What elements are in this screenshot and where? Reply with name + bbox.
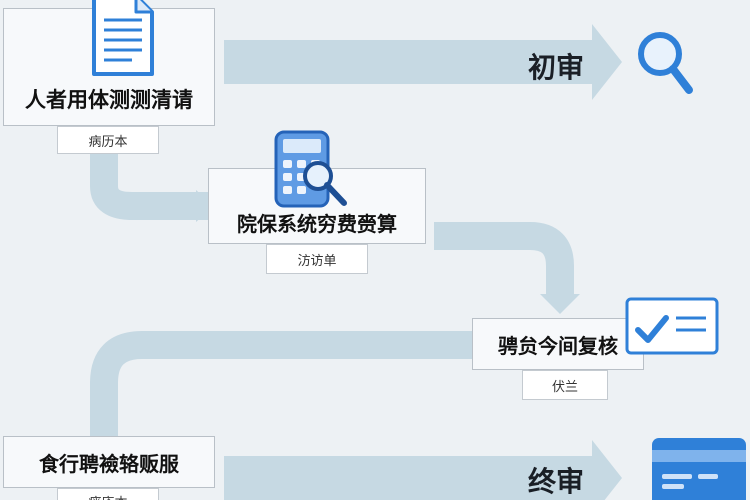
arrow-to-final-review [224,440,622,500]
node-2-sub-box: 汸访单 [266,244,368,274]
node-4-sub-box: 瘘庈本 [57,488,159,500]
connector-n3-n4 [90,331,474,436]
calculator-icon [274,130,347,208]
node-1-sub-box: 病历本 [57,126,159,154]
node-4-box: 食行聘襝辂贩服 [3,436,215,488]
node-1-sub-label: 病历本 [88,134,128,150]
credit-card-icon [652,438,746,500]
node-2-title: 院保系统穷费赍算 [237,211,397,236]
node-1-title: 人者用体测测清请 [25,88,193,112]
node-3-box: 骋贠今间复核 [472,318,644,370]
connector-n1-n2 [90,150,210,220]
checklist-icon [625,297,719,355]
magnifier-icon [638,32,693,94]
connector-n2-n3 [434,222,574,296]
node-3-sub-label: 伏兰 [551,379,578,395]
connector-arrowhead-n3 [540,294,580,314]
node-2-sub-label: 汸访单 [297,253,337,269]
connector-arrowhead-n2 [196,190,214,222]
stage-label-final-review: 终审 [528,465,585,498]
document-icon [92,0,154,76]
node-3-title: 骋贠今间复核 [498,333,618,358]
node-3-sub-box: 伏兰 [522,370,608,400]
stage-label-first-review: 初审 [528,51,585,84]
arrow-to-first-review [224,24,622,100]
node-4-sub-label: 瘘庈本 [88,492,127,500]
node-4-title: 食行聘襝辂贩服 [39,451,179,476]
